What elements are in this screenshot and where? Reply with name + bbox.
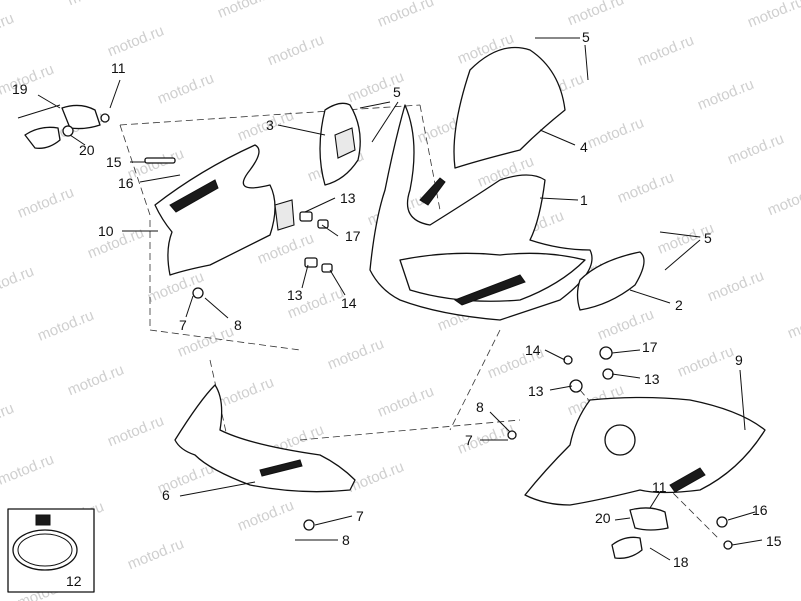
watermark-text: motod.ru	[145, 268, 206, 306]
watermark-text: motod.ru	[15, 184, 76, 222]
callout-18: 18	[673, 554, 689, 570]
callout-leader-lines	[17, 37, 763, 561]
fairing-vent-left	[419, 177, 446, 206]
side-panel-right	[576, 251, 645, 311]
callout-13a: 13	[340, 190, 356, 206]
callout-17b: 17	[642, 339, 658, 355]
callout-11a: 11	[111, 60, 126, 76]
lower-fairing-left	[174, 384, 356, 493]
callout-9: 9	[735, 352, 743, 368]
hose-clamp-buckle	[35, 514, 51, 526]
callout-13c: 13	[528, 383, 544, 399]
watermark-text: motod.ru	[215, 374, 276, 412]
hardware-parts	[144, 157, 733, 550]
callout-20b: 20	[595, 510, 611, 526]
watermark-text: motod.ru	[105, 412, 166, 450]
watermark-text: motod.ru	[265, 31, 326, 69]
turn-signal-left-nut	[100, 113, 110, 123]
side-fairing-grille	[274, 199, 295, 231]
callout-13d: 13	[644, 371, 660, 387]
watermark-text: motod.ru	[0, 263, 36, 301]
watermark-text: motod.ru	[85, 224, 146, 262]
fairing-vent-right	[453, 274, 526, 306]
inner-cover-detail	[334, 127, 356, 159]
turn-signal-right-body	[629, 507, 669, 531]
watermark-text: motod.ru	[615, 169, 676, 207]
watermark-text: motod.ru	[235, 497, 296, 535]
turn-signal-left-bulb	[62, 125, 74, 137]
watermark-text: motod.ru	[325, 335, 386, 373]
callout-5b: 5	[393, 84, 401, 100]
turn-signal-left-body	[61, 104, 101, 130]
callout-16a: 16	[118, 175, 134, 191]
watermark-text: motod.ru	[0, 61, 56, 99]
callout-5a: 5	[582, 29, 590, 45]
hose-clamp-inner	[17, 533, 73, 567]
callout-14b: 14	[525, 342, 541, 358]
lower-fairing-left-vent	[259, 459, 303, 477]
watermark-text: motod.ru	[785, 304, 801, 342]
watermark-text: motod.ru	[125, 145, 186, 183]
watermark-text: motod.ru	[105, 22, 166, 60]
watermark-text: motod.ru	[635, 32, 696, 70]
callout-8a: 8	[234, 317, 242, 333]
callout-8c: 8	[342, 532, 350, 548]
lower-fairing-right-port	[604, 424, 636, 456]
watermark-text: motod.ru	[215, 0, 276, 22]
lower-fairing-right	[524, 396, 766, 506]
callout-12: 12	[66, 573, 82, 589]
watermark-text: motod.ru	[345, 458, 406, 496]
callout-17a: 17	[345, 228, 361, 244]
callout-16b: 16	[752, 502, 768, 518]
callout-7a: 7	[179, 317, 187, 333]
turn-signal-left-lens	[24, 126, 61, 149]
callout-6: 6	[162, 487, 170, 503]
watermark-text: motod.ru	[565, 0, 626, 29]
watermark-text: motod.ru	[745, 0, 801, 31]
watermark-text: motod.ru	[125, 535, 186, 573]
watermark-text: motod.ru	[65, 0, 126, 9]
callout-7c: 7	[356, 508, 364, 524]
callout-11b: 11	[652, 479, 667, 495]
watermark-text: motod.ru	[765, 181, 801, 219]
callout-8b: 8	[476, 399, 484, 415]
watermark-text: motod.ru	[0, 10, 16, 48]
side-fairing-vent	[169, 179, 219, 213]
watermark-text: motod.ru	[0, 451, 56, 489]
callout-1: 1	[580, 192, 588, 208]
callout-15a: 15	[106, 154, 122, 170]
turn-signal-right-lens	[611, 536, 643, 559]
windscreen	[453, 46, 566, 169]
callout-4: 4	[580, 139, 588, 155]
watermark-text: motod.ru	[585, 114, 646, 152]
callout-3: 3	[266, 117, 274, 133]
hose-clamp	[12, 529, 78, 571]
watermark-text: motod.ru	[375, 383, 436, 421]
watermark-text: motod.ru	[675, 343, 736, 381]
watermark-text: motod.ru	[705, 267, 766, 305]
lower-fairing-right-vent	[669, 467, 706, 493]
watermark-text: motod.ru	[155, 70, 216, 108]
callout-14a: 14	[341, 295, 357, 311]
watermark-text: motod.ru	[725, 130, 786, 168]
side-fairing-left	[154, 144, 276, 276]
callout-19: 19	[12, 81, 28, 97]
callout-20a: 20	[79, 142, 95, 158]
callout-10: 10	[98, 223, 114, 239]
watermark-text: motod.ru	[65, 361, 126, 399]
callout-13b: 13	[287, 287, 303, 303]
watermark-text: motod.ru	[695, 76, 756, 114]
callout-15b: 15	[766, 533, 782, 549]
callout-5c: 5	[704, 230, 712, 246]
callout-2: 2	[675, 297, 683, 313]
watermark-text: motod.ru	[0, 400, 16, 438]
callout-7b: 7	[465, 432, 473, 448]
watermark-text: motod.ru	[375, 0, 436, 31]
callout-labels: 1 2 3 4 5 5 5 6 7 7 7 8 8 8 9 10 11 11 1…	[12, 29, 782, 589]
watermark-text: motod.ru	[35, 307, 96, 345]
